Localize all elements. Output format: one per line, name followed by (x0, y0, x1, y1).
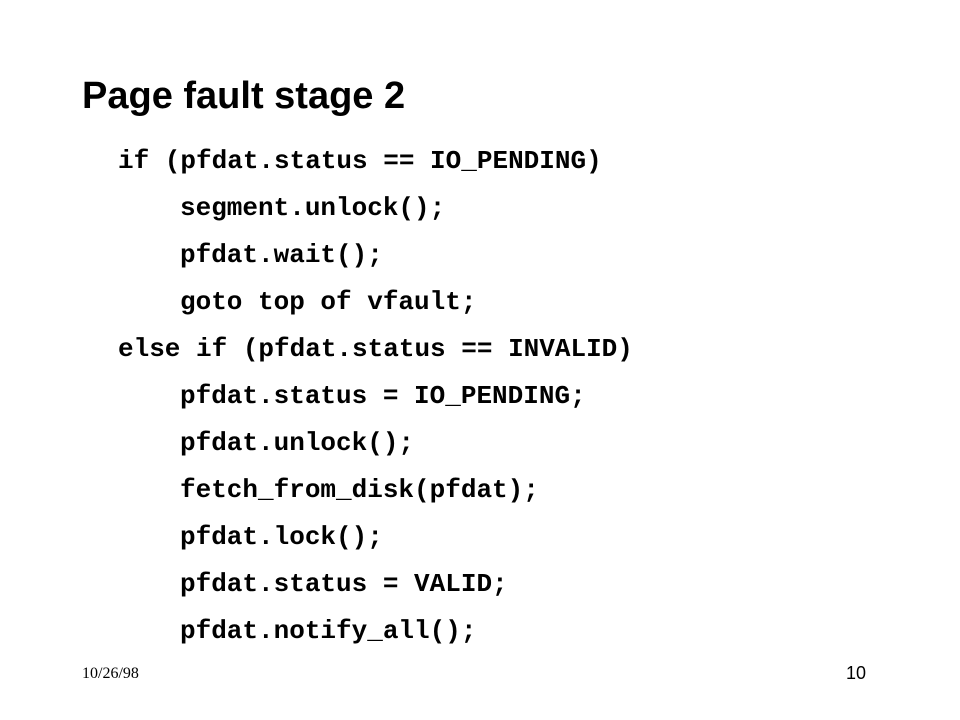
code-line: goto top of vfault; (180, 287, 477, 317)
code-line: pfdat.status = VALID; (180, 569, 508, 599)
code-line: pfdat.unlock(); (180, 428, 415, 458)
code-line: fetch_from_disk(pfdat); (180, 475, 539, 505)
code-line: pfdat.notify_all(); (180, 616, 477, 646)
footer-date: 10/26/98 (82, 665, 139, 682)
page-number: 10 (845, 663, 866, 683)
code-line: else if (pfdat.status == INVALID) (118, 334, 633, 364)
slide-title: Page fault stage 2 (82, 75, 406, 117)
code-line: if (pfdat.status == IO_PENDING) (118, 146, 602, 176)
code-line: pfdat.lock(); (180, 522, 383, 552)
code-block: if (pfdat.status == IO_PENDING) segment.… (118, 138, 633, 655)
code-line: pfdat.status = IO_PENDING; (180, 381, 586, 411)
code-line: pfdat.wait(); (180, 240, 383, 270)
code-line: segment.unlock(); (180, 193, 446, 223)
